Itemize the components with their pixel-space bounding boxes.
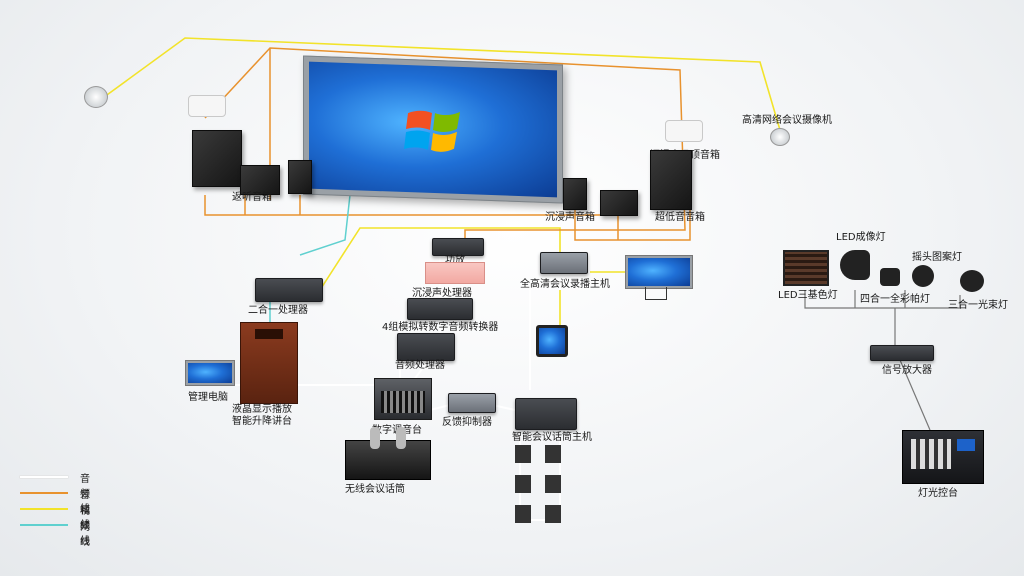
immersive-processor-label: 沉浸声处理器 <box>412 288 472 299</box>
rack-device-icon <box>515 398 577 430</box>
main-display <box>303 55 563 204</box>
legend-swatch <box>20 508 68 510</box>
camera-icon <box>770 128 790 146</box>
three-in-one-label: 三合一光束灯 <box>948 300 1008 311</box>
legend-label: 音频线 <box>80 474 90 515</box>
conference-mic <box>515 505 531 523</box>
rack-device-icon <box>407 298 473 320</box>
moving-head-label: 摇头图案灯 <box>912 252 962 263</box>
spotlight-icon <box>840 250 870 280</box>
four-in-one-label: 四合一全彩帕灯 <box>860 294 930 305</box>
lighting-console <box>902 430 984 484</box>
camera-icon <box>84 86 108 108</box>
speaker-icon <box>600 190 638 216</box>
rack-device-icon <box>397 333 455 361</box>
signal-amp-label: 信号放大器 <box>882 365 932 376</box>
wireless-mic-station <box>345 427 431 480</box>
conference-mic <box>545 445 561 463</box>
conference-mic <box>515 475 531 493</box>
legend-swatch <box>20 524 68 526</box>
spotlight-icon <box>880 268 900 286</box>
feedback-label: 反馈抑制器 <box>442 417 492 428</box>
monitor-stand <box>645 287 667 300</box>
lighting-console-label: 灯光控台 <box>918 488 958 499</box>
legend-label: 音箱线 <box>80 490 90 531</box>
monitor-display <box>625 255 693 289</box>
speaker-icon <box>650 150 692 210</box>
recorder-label: 全高清会议录播主机 <box>520 279 610 290</box>
subwoofer-label: 超低音音箱 <box>655 212 705 223</box>
rack-device-icon <box>432 238 484 256</box>
legend-swatch <box>20 476 68 478</box>
conference-mic <box>515 445 531 463</box>
two-in-one-label: 二合一处理器 <box>248 305 308 316</box>
speaker-icon <box>240 165 280 195</box>
rack-device-icon <box>255 278 323 302</box>
audio-processor-label: 音频处理器 <box>395 360 445 371</box>
speaker-line <box>574 205 691 241</box>
lighting-line <box>899 359 931 431</box>
microphone-icon <box>396 427 406 449</box>
video-line <box>319 227 561 291</box>
immersive-speakers-label: 沉浸声音箱 <box>545 212 595 223</box>
led-three-color-label: LED三基色灯 <box>778 290 838 301</box>
network-line <box>299 194 351 256</box>
rack-device-icon <box>870 345 934 361</box>
rack-device-icon <box>540 252 588 274</box>
return-speakers-label: 返听音箱 <box>232 192 272 203</box>
hd-camera-label: 高清网络会议摄像机 <box>742 115 832 126</box>
rack-device-icon <box>448 393 496 413</box>
ceiling-speaker <box>665 120 703 142</box>
spotlight-icon <box>912 265 934 287</box>
conference-mic <box>545 475 561 493</box>
led-imaging-label: LED成像灯 <box>836 232 886 243</box>
speaker-line <box>204 195 630 216</box>
speaker-icon <box>192 130 242 187</box>
legend-label: 网线 <box>80 522 90 548</box>
microphone-icon <box>370 427 380 449</box>
windows-logo-icon <box>404 110 460 152</box>
led-panel-light <box>783 250 829 286</box>
mixer <box>374 378 432 420</box>
rack-device-icon <box>425 262 485 284</box>
power-amp-label: 功放 <box>445 255 465 266</box>
spotlight-icon <box>960 270 984 292</box>
legend-label: 视频线 <box>80 506 90 547</box>
management-pc <box>185 360 235 386</box>
mgmt-pc-label: 管理电脑 <box>188 392 228 403</box>
speaker-icon <box>288 160 312 194</box>
podium <box>240 322 298 404</box>
conference-mic <box>545 505 561 523</box>
lighting-line <box>804 290 961 309</box>
video-line <box>99 37 781 131</box>
ceiling-speaker <box>188 95 226 117</box>
converter-label: 4组模拟转数字音频转换器 <box>382 322 499 333</box>
speaker-icon <box>563 178 587 210</box>
mic-host-label: 智能会议话筒主机 <box>512 432 592 443</box>
podium-label: 液晶显示播放 智能升降讲台 <box>232 404 292 427</box>
legend-swatch <box>20 492 68 494</box>
wireless-mic-label: 无线会议话筒 <box>345 484 405 495</box>
tablet-icon <box>536 325 568 357</box>
